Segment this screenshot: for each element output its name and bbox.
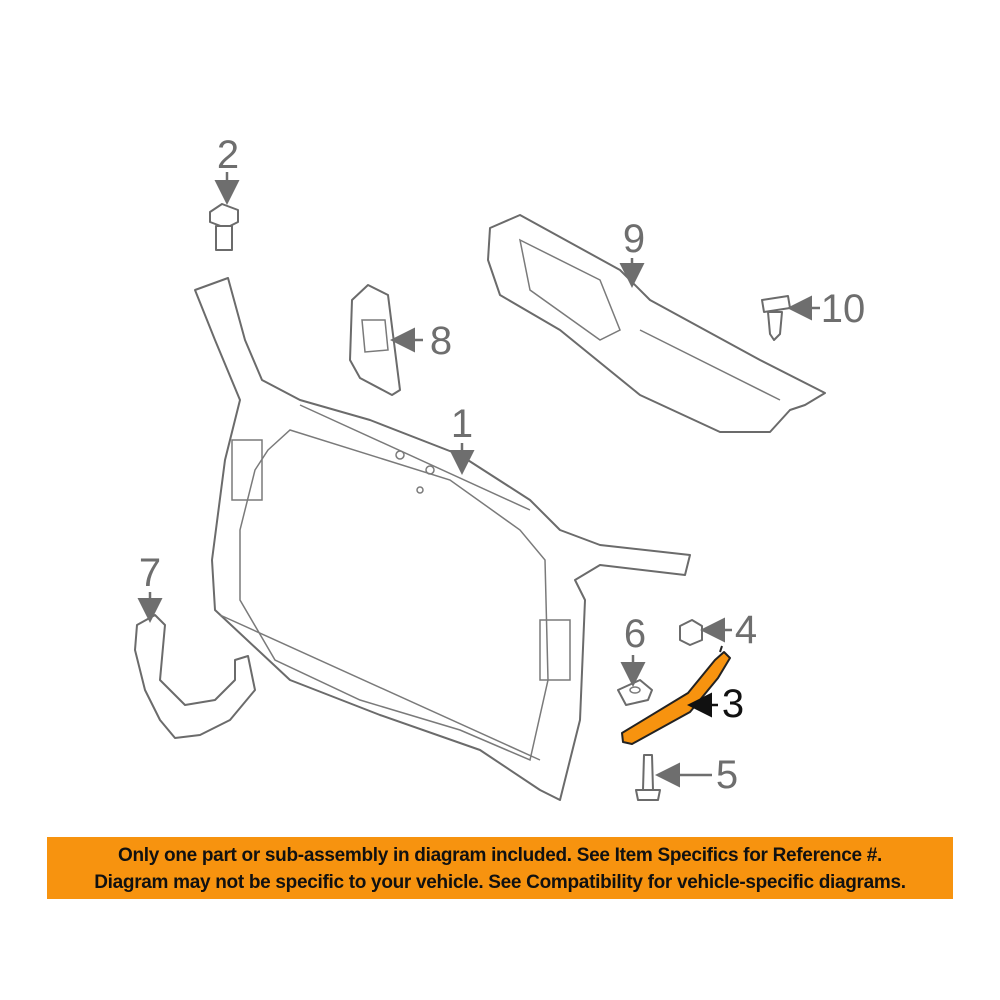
clip-nut-part-6 [617,679,653,706]
callout-2: 2 [217,133,239,177]
bolt-part-2 [209,203,239,251]
callout-1: 1 [451,402,473,446]
radiator-support-part-1 [194,277,691,801]
callout-labels: 1 2 3 4 5 6 7 8 9 10 [139,133,865,797]
callout-10: 10 [821,287,866,331]
callout-7: 7 [139,551,161,595]
callout-6: 6 [624,612,646,656]
callout-3: 3 [722,682,744,726]
disclaimer-banner: Only one part or sub-assembly in diagram… [47,837,953,899]
disclaimer-line-2: Diagram may not be specific to your vehi… [94,872,906,893]
brace-part-3-highlighted [621,645,731,745]
callout-8: 8 [430,319,452,363]
plate-part-8 [349,284,401,396]
callout-5: 5 [716,753,738,797]
callout-9: 9 [623,217,645,261]
bolt-part-5 [635,754,661,801]
clip-part-10 [761,295,791,341]
callout-4: 4 [735,608,757,652]
callout-arrows [137,172,820,788]
bracket-part-7 [134,614,256,739]
disclaimer-line-1: Only one part or sub-assembly in diagram… [118,845,882,866]
nut-part-4 [679,619,703,646]
